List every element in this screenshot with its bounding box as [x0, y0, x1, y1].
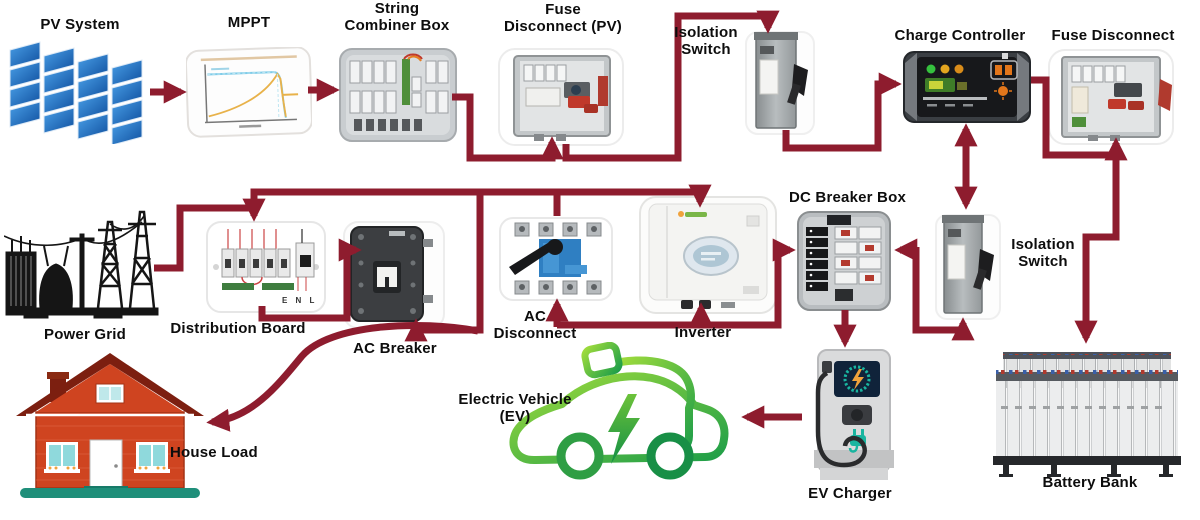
pv-system-label: PV System	[40, 16, 120, 33]
distribution-board-label: Distribution Board	[170, 320, 306, 337]
string-combiner-label: String Combiner Box	[344, 0, 450, 35]
mppt-label: MPPT	[227, 14, 271, 31]
ev-front-wheel	[646, 432, 694, 480]
ev-charger-image	[800, 347, 898, 487]
string-combiner-box-image	[338, 47, 458, 143]
distribution-board-markings: E N L	[282, 296, 318, 305]
ev-lightning-bolt-icon	[608, 394, 640, 464]
inverter-label: Inverter	[674, 324, 732, 341]
pv-system-image	[6, 40, 162, 144]
charge-controller-label: Charge Controller	[894, 27, 1026, 44]
isolation-switch-top-image	[744, 26, 816, 138]
dc-breaker-box-label: DC Breaker Box	[788, 189, 906, 206]
ac-disconnect-image	[499, 217, 613, 301]
fuse-disconnect-battery-image	[1048, 49, 1174, 145]
power-grid-icon	[4, 210, 159, 319]
mppt-curve-chart-icon	[186, 47, 312, 138]
house-load-label: House Load	[170, 444, 258, 461]
ac-disconnect-icon	[499, 217, 613, 301]
ev-rear-wheel	[556, 432, 604, 480]
combiner-box-icon	[339, 48, 457, 142]
fuse-disconnect-battery-label: Fuse Disconnect	[1051, 27, 1175, 44]
battery-bank-label: Battery Bank	[1042, 474, 1138, 491]
connector-ac-bus-to-inverter	[250, 184, 712, 214]
power-grid-image	[4, 206, 166, 324]
connector-junction-to-battery	[1074, 153, 1120, 344]
dc-breaker-box-icon	[797, 211, 891, 311]
charge-controller-image	[903, 51, 1031, 123]
electric-vehicle-image	[498, 342, 738, 484]
power-grid-label: Power Grid	[43, 326, 127, 343]
fuse-disconnect-box-icon	[1048, 49, 1174, 145]
charger-cable	[815, 371, 867, 468]
dc-breaker-box-image	[797, 211, 891, 311]
solar-panel-array-icon	[9, 41, 143, 144]
charge-controller-icon	[903, 51, 1031, 123]
isolation-switch-icon	[745, 31, 815, 135]
house-icon	[16, 353, 204, 498]
fuse-disconnect-pv-label: Fuse Disconnect (PV)	[503, 1, 623, 36]
ac-disconnect-label: AC Disconnect	[493, 308, 577, 343]
battery-bank-icon	[993, 350, 1181, 477]
fuse-disconnect-pv-image	[498, 48, 624, 146]
isolation-switch-top-label: Isolation Switch	[674, 24, 738, 59]
isolation-switch-battery-image	[934, 209, 1002, 323]
ac-breaker-label: AC Breaker	[353, 340, 437, 357]
fuse-disconnect-box-icon	[498, 48, 624, 146]
mppt-image	[186, 47, 312, 139]
ev-charger-label: EV Charger	[808, 485, 892, 502]
inverter-icon	[639, 196, 777, 314]
ac-breaker-image	[343, 221, 445, 329]
electric-vehicle-label: Electric Vehicle (EV)	[458, 391, 572, 426]
isolation-switch-icon	[935, 214, 1001, 320]
house-load-image	[16, 350, 204, 500]
inverter-image	[639, 196, 777, 314]
ev-charger-icon	[814, 349, 894, 480]
isolation-switch-battery-label: Isolation Switch	[1011, 236, 1075, 271]
battery-bank-image	[993, 344, 1181, 478]
ac-breaker-icon	[343, 221, 445, 329]
